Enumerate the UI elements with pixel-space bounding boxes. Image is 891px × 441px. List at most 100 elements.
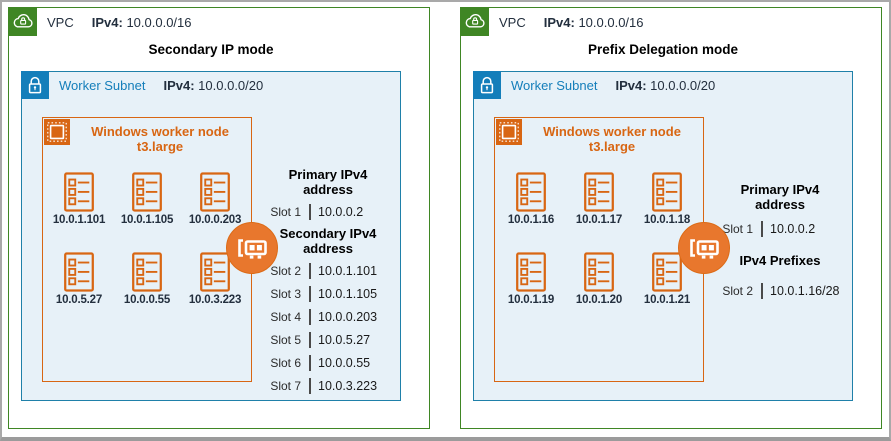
pod-ip: 10.0.1.20 <box>575 294 623 306</box>
panel-prefix-delegation-mode: VPC IPv4: 10.0.0.0/16 Prefix Delegation … <box>460 7 882 429</box>
vpc-label: VPC <box>499 14 526 30</box>
vpc-cidr: IPv4: 10.0.0.0/16 <box>92 15 192 30</box>
mode-title: Secondary IP mode <box>148 42 274 57</box>
vpc-ip-label: IPv4: <box>543 14 575 30</box>
pod-ip: 10.0.1.105 <box>120 214 174 226</box>
subnet-lock-icon <box>473 71 501 99</box>
vpc-ip-label: IPv4: <box>91 14 123 30</box>
pod-row: 10.0.1.101 10.0.1.105 10.0.0.203 <box>45 172 249 226</box>
subnet-label: Worker Subnet <box>511 77 598 93</box>
vpc-cidr-value: 10.0.0.0/16 <box>578 14 644 30</box>
vpc-label: VPC <box>47 14 74 30</box>
ipv4-prefixes-heading: IPv4 Prefixes <box>739 253 821 268</box>
slot-divider <box>309 354 311 371</box>
slot-row: Slot 3 10.0.1.105 <box>258 284 398 303</box>
slot-row: Slot 6 10.0.0.55 <box>258 353 398 372</box>
pod-item: 10.0.0.203 <box>189 172 241 226</box>
slot-value: 10.0.5.27 <box>318 332 371 347</box>
slot-label: Slot 4 <box>270 309 301 324</box>
pod-item: 10.0.5.27 <box>56 252 102 306</box>
worker-node-box: Windows worker node t3.large 10.0.1.101 … <box>42 117 278 382</box>
pod-ip: 10.0.1.16 <box>507 214 555 226</box>
pod-list-icon <box>652 252 682 292</box>
pod-item: 10.0.1.101 <box>53 172 105 226</box>
slot-value: 10.0.1.105 <box>318 286 378 301</box>
slot-row: Slot 1 10.0.0.2 <box>710 219 850 238</box>
slot-label: Slot 2 <box>722 283 753 298</box>
pod-row: 10.0.1.19 10.0.1.20 10.0.1.21 <box>497 252 701 306</box>
slot-label: Slot 7 <box>270 378 301 393</box>
slot-row: Slot 5 10.0.5.27 <box>258 330 398 349</box>
worker-node-title: Windows worker node t3.large <box>71 124 249 154</box>
pod-list-icon <box>584 172 614 212</box>
pod-list-icon <box>652 172 682 212</box>
slot-value: 10.0.0.203 <box>318 309 378 324</box>
instance-type: t3.large <box>136 139 184 154</box>
subnet-cidr: IPv4: 10.0.0.0/20 <box>163 78 263 93</box>
vpc-cloud-lock-icon <box>9 8 37 36</box>
eni-address-column: Primary IPv4 address Slot 1 10.0.0.2 Sec… <box>258 167 398 395</box>
subnet-header: Worker Subnet IPv4: 10.0.0.0/20 <box>473 71 852 99</box>
pod-item: 10.0.1.20 <box>576 252 622 306</box>
node-title-text: Windows worker node <box>91 124 229 139</box>
slot-row: Slot 1 10.0.0.2 <box>258 202 398 221</box>
eni-address-column: Primary IPv4 address Slot 1 10.0.0.2 IPv… <box>710 182 850 300</box>
eni-icon <box>678 222 730 274</box>
pod-list-icon <box>200 172 230 212</box>
slot-value: 10.0.0.2 <box>318 204 364 219</box>
pod-list-icon <box>516 172 546 212</box>
cpu-chip-icon <box>44 119 70 145</box>
vpc-cidr: IPv4: 10.0.0.0/16 <box>544 15 644 30</box>
subnet-cidr-value: 10.0.0.0/20 <box>650 77 716 93</box>
pod-list-icon <box>64 252 94 292</box>
worker-node-title: Windows worker node t3.large <box>523 124 701 154</box>
slot-row: Slot 2 10.0.1.101 <box>258 261 398 280</box>
primary-ipv4-heading: Primary IPv4 address <box>288 167 368 197</box>
pod-item: 10.0.1.21 <box>644 252 690 306</box>
pod-ip: 10.0.3.223 <box>188 294 242 306</box>
cpu-chip-icon <box>496 119 522 145</box>
subnet-header: Worker Subnet IPv4: 10.0.0.0/20 <box>21 71 400 99</box>
pod-ip: 10.0.1.17 <box>575 214 623 226</box>
pod-list-icon <box>132 172 162 212</box>
primary-ipv4-heading: Primary IPv4 address <box>740 182 820 212</box>
pod-list-icon <box>132 252 162 292</box>
pod-ip: 10.0.1.21 <box>643 294 691 306</box>
vpc-cloud-lock-icon <box>461 8 489 36</box>
slot-divider <box>309 285 311 302</box>
worker-node-box: Windows worker node t3.large 10.0.1.16 1… <box>494 117 730 382</box>
pod-grid: 10.0.1.16 10.0.1.17 10.0.1.18 <box>497 172 701 306</box>
pod-ip: 10.0.1.101 <box>52 214 106 226</box>
vpc-header: VPC IPv4: 10.0.0.0/16 <box>9 8 429 36</box>
slot-label: Slot 6 <box>270 355 301 370</box>
slot-divider <box>309 203 311 220</box>
slot-row: Slot 7 10.0.3.223 <box>258 376 398 395</box>
instance-type: t3.large <box>588 139 636 154</box>
slot-value: 10.0.1.101 <box>318 263 378 278</box>
slot-label: Slot 2 <box>270 263 301 278</box>
slot-divider <box>309 308 311 325</box>
slot-divider <box>309 377 311 394</box>
slot-value: 10.0.0.55 <box>318 355 371 370</box>
pod-list-icon <box>64 172 94 212</box>
mode-title: Prefix Delegation mode <box>587 42 739 57</box>
subnet-label: Worker Subnet <box>59 77 146 93</box>
pod-item: 10.0.0.55 <box>124 252 170 306</box>
pod-row: 10.0.1.16 10.0.1.17 10.0.1.18 <box>497 172 701 226</box>
vpc-cidr-value: 10.0.0.0/16 <box>126 14 192 30</box>
pod-grid: 10.0.1.101 10.0.1.105 10.0.0.203 <box>45 172 249 306</box>
slot-label: Slot 5 <box>270 332 301 347</box>
secondary-ipv4-heading: Secondary IPv4 address <box>279 226 377 256</box>
panel-secondary-ip-mode: VPC IPv4: 10.0.0.0/16 Secondary IP mode … <box>8 7 430 429</box>
subnet-ip-label: IPv4: <box>615 77 647 93</box>
node-title-text: Windows worker node <box>543 124 681 139</box>
slot-label: Slot 1 <box>722 221 753 236</box>
subnet-lock-icon <box>21 71 49 99</box>
pod-ip: 10.0.1.19 <box>507 294 555 306</box>
slot-divider <box>309 262 311 279</box>
slot-value: 10.0.3.223 <box>318 378 378 393</box>
slot-row: Slot 4 10.0.0.203 <box>258 307 398 326</box>
pod-item: 10.0.1.16 <box>508 172 554 226</box>
pod-ip: 10.0.0.55 <box>123 294 171 306</box>
